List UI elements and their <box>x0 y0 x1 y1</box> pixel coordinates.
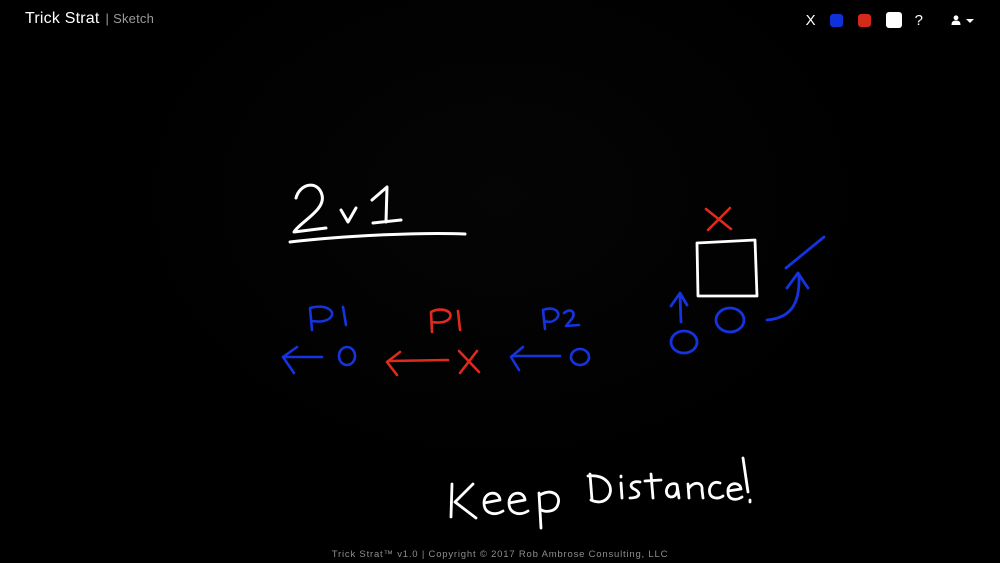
red-x-defender <box>457 349 481 375</box>
app-subtitle: Sketch <box>113 11 155 26</box>
red-player1-group <box>385 308 481 377</box>
blue-diagonal-line <box>784 235 826 270</box>
help-button[interactable]: ? <box>914 11 923 29</box>
formation-underline <box>288 231 467 244</box>
user-icon <box>951 15 961 25</box>
caret-down-icon <box>966 19 974 23</box>
app-title: Trick Strat <box>25 10 100 27</box>
blue-o-player1 <box>337 345 357 367</box>
footer-copyright: Trick Strat™ v1.0 | Copyright © 2017 Rob… <box>331 549 669 560</box>
note-keep-distance <box>449 456 752 530</box>
brand-separator: | <box>105 11 110 26</box>
blue-o-player2 <box>569 347 591 367</box>
red-left-arrow <box>385 350 450 377</box>
navbar: Trick Strat |Sketch X ? <box>0 0 1000 40</box>
blue-o-left <box>669 329 699 355</box>
blue-left-arrow <box>281 345 324 375</box>
formation-digit-1 <box>370 185 403 225</box>
formation-label <box>288 183 467 244</box>
formation-letter-v <box>339 206 358 224</box>
white-box-obstacle <box>695 238 759 298</box>
blue-left-arrow-2 <box>509 345 562 372</box>
app-brand[interactable]: Trick Strat |Sketch <box>25 10 154 28</box>
red-p1-label-stroke <box>429 308 462 334</box>
blue-p2-label-stroke <box>541 307 581 331</box>
blue-player2-group <box>509 307 591 372</box>
toolbar: X ? <box>806 9 974 31</box>
formation-digit-2 <box>292 183 328 234</box>
sketch-canvas[interactable] <box>0 40 1000 545</box>
clear-button[interactable]: X <box>805 11 816 29</box>
user-menu-button[interactable] <box>951 15 974 25</box>
blue-o-right <box>714 306 746 334</box>
white-color-swatch[interactable] <box>885 12 902 28</box>
blue-p1-label-stroke <box>308 305 348 332</box>
red-x-marker <box>704 206 733 232</box>
blue-curved-arrow <box>765 271 810 322</box>
blue-player1-group <box>281 305 357 375</box>
blue-right-diagram <box>669 235 826 355</box>
blue-up-arrow-left <box>669 291 689 324</box>
blue-color-swatch[interactable] <box>829 13 843 27</box>
red-color-swatch[interactable] <box>857 13 871 27</box>
